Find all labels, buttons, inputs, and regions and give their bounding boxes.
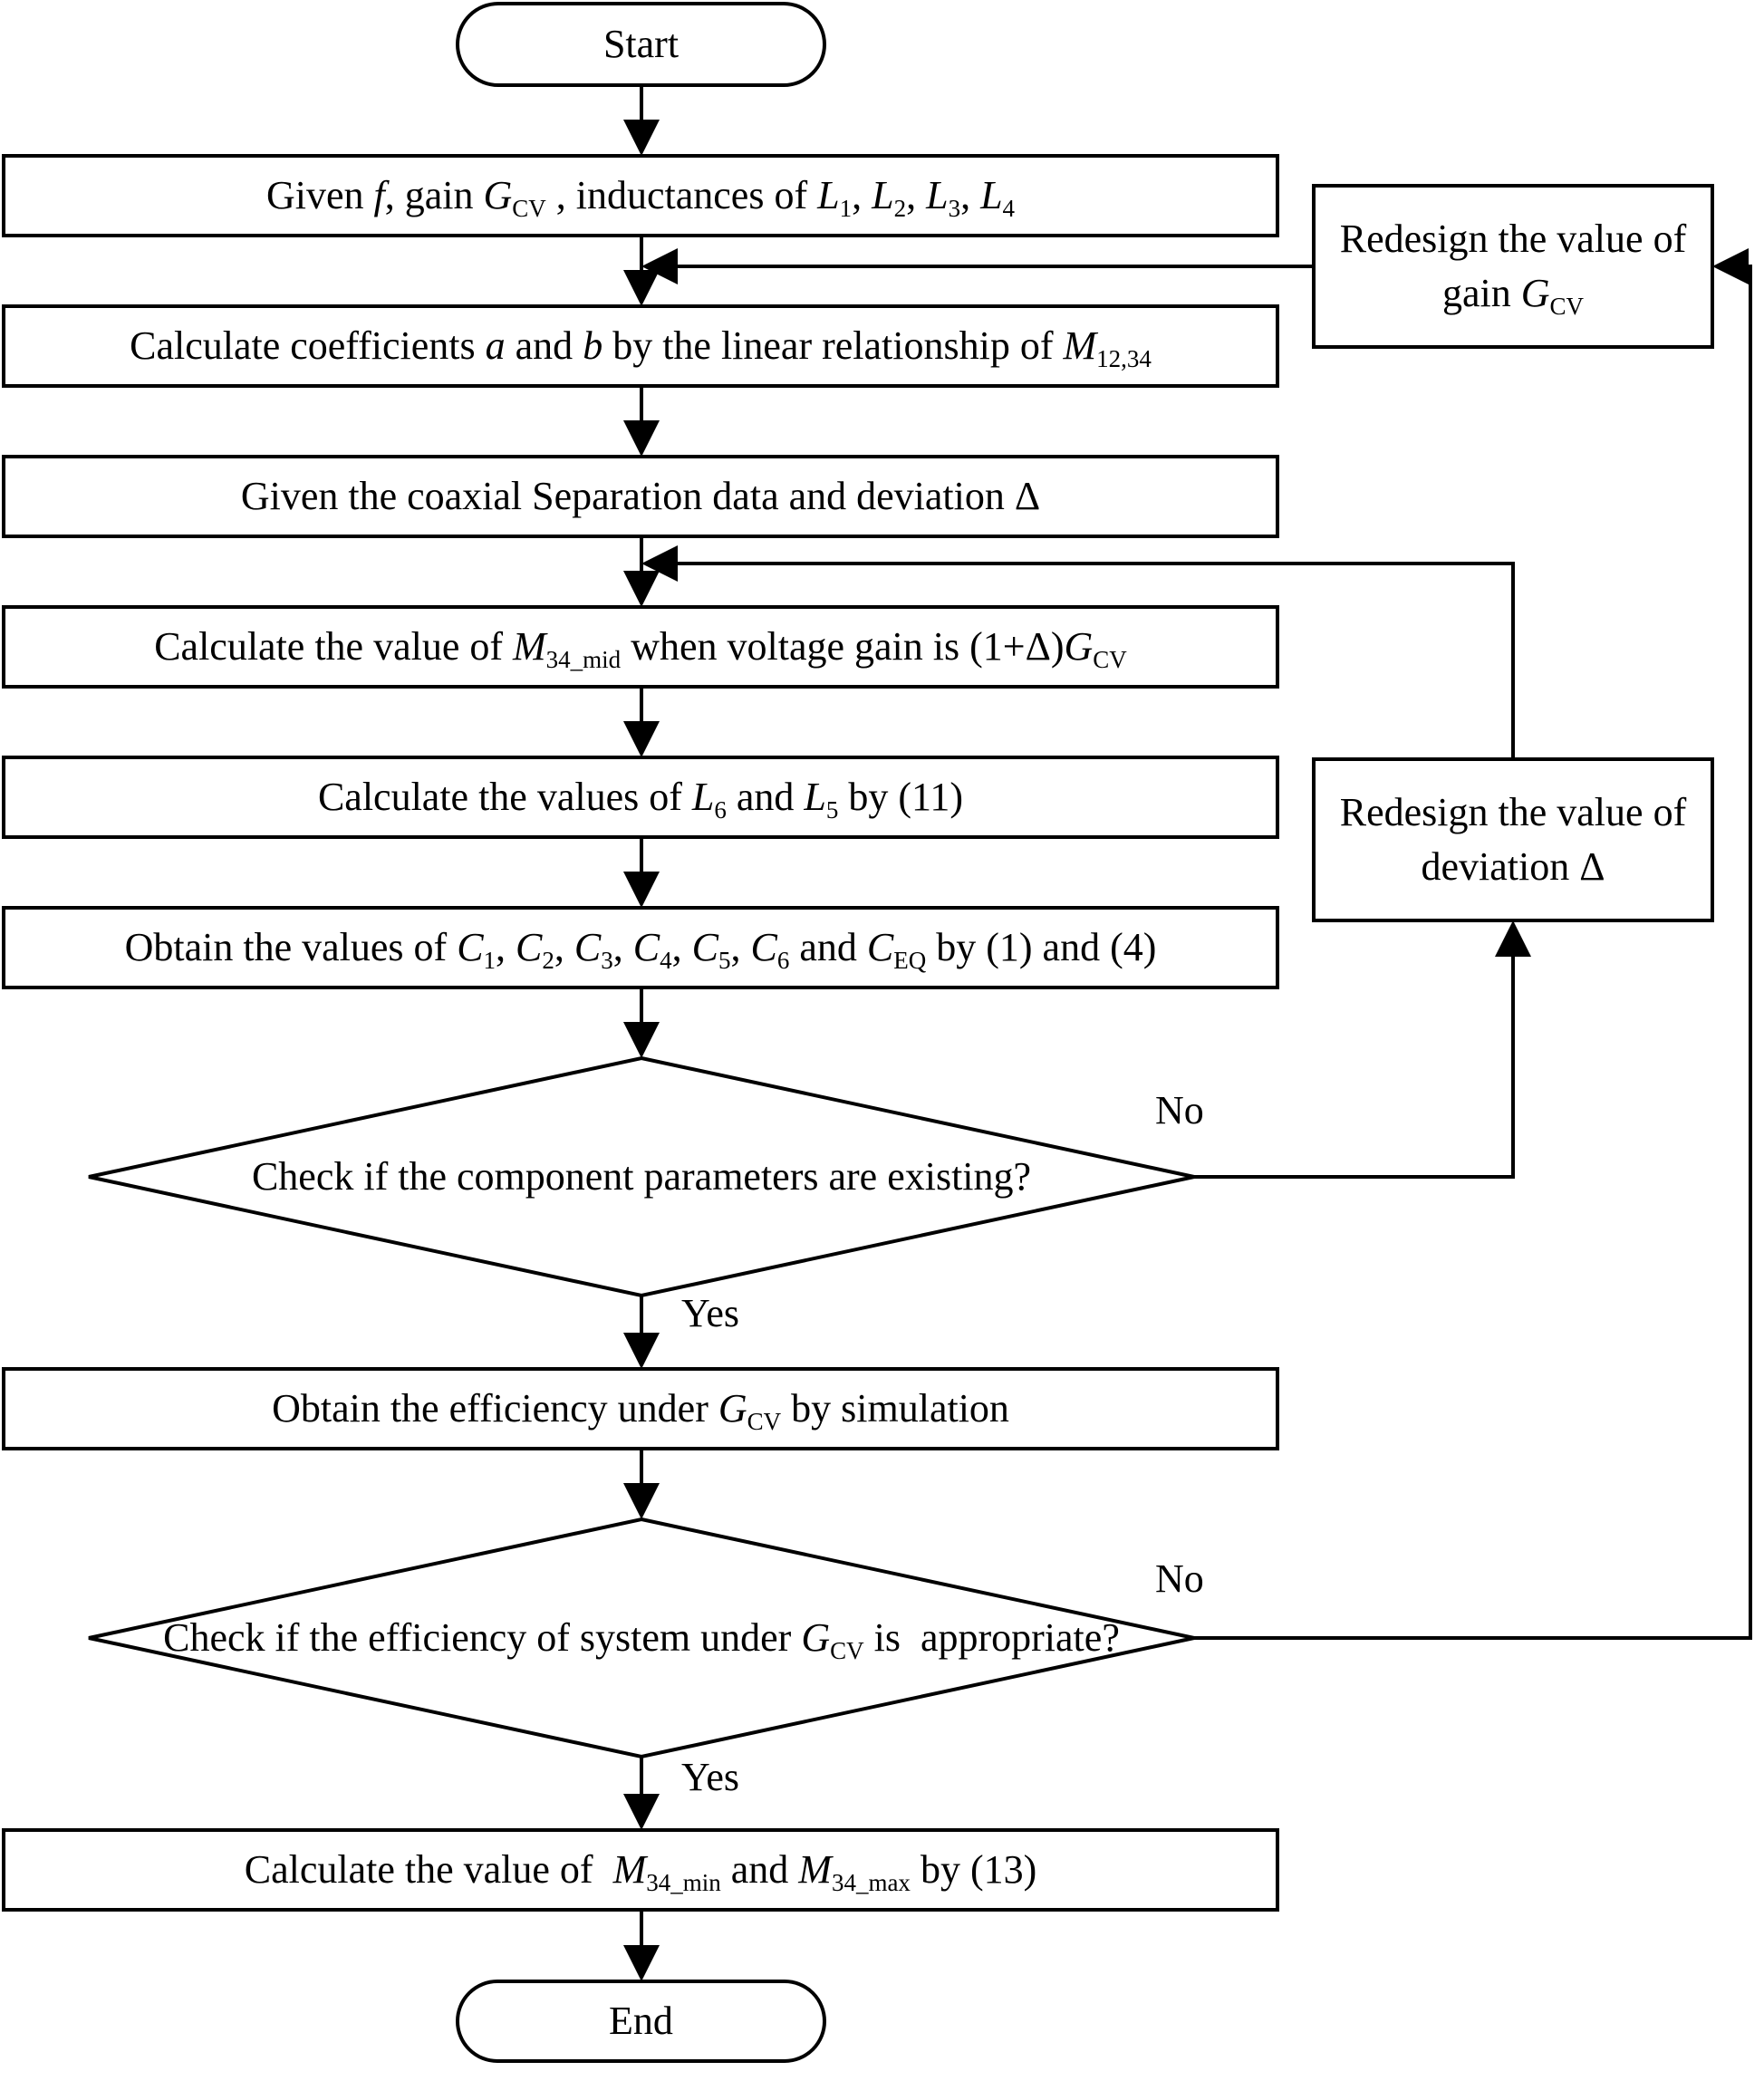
given-box-shape — [2, 154, 1279, 237]
eff-box-shape — [2, 1367, 1279, 1450]
end-label: End — [609, 1999, 673, 2043]
arrow-check2-no-to-redesign-gain — [1194, 248, 1752, 1640]
caps-text: Obtain the values of C1, C2, C3, C4, C5,… — [124, 925, 1157, 974]
given-text: Given f, gain GCV , inductances of L1, L… — [265, 173, 1016, 222]
l6l5-text: Calculate the values of L6 and L5 by (11… — [317, 775, 964, 824]
coax-box-shape — [2, 455, 1279, 538]
final-box-shape — [2, 1828, 1279, 1912]
eff-text: Obtain the efficiency under GCV by simul… — [272, 1386, 1009, 1435]
coef-step: Calculate coefficients a and b by the li… — [4, 306, 1277, 386]
end-terminal: End — [458, 1981, 824, 2061]
end-terminal-shape — [456, 1980, 826, 2063]
redesign-dev-box-shape — [1312, 757, 1714, 922]
start-terminal: Start — [458, 4, 824, 85]
check1-decision: Check if the component parameters are ex… — [89, 1058, 1194, 1296]
coef-box-shape — [2, 304, 1279, 388]
check1-yes-label: Yes — [681, 1291, 740, 1335]
redesign-dev-box: Redesign the value of deviation Δ — [1314, 759, 1712, 920]
arrow-redesign-dev-to-mmid — [641, 545, 1515, 759]
l6l5-step: Calculate the values of L6 and L5 by (11… — [4, 757, 1277, 837]
final-text: Calculate the value of M34_min and M34_m… — [244, 1847, 1037, 1896]
redesign-dev-line1: Redesign the value — [1339, 790, 1644, 834]
coax-text: Given the coaxial Separation data and de… — [240, 474, 1041, 518]
redesign-gain-box: Redesign the value of gain GCV — [1314, 186, 1712, 347]
mmid-step: Calculate the value of M34_mid when volt… — [4, 607, 1277, 687]
redesign-dev-line2: of deviation Δ — [1421, 790, 1687, 889]
check2-no-label: No — [1155, 1556, 1204, 1601]
check1-line1: Check if the component — [251, 1154, 634, 1199]
coax-step: Given the coaxial Separation data and de… — [4, 457, 1277, 536]
redesign-gain-line2: of gain GCV — [1441, 217, 1687, 320]
caps-step: Obtain the values of C1, C2, C3, C4, C5,… — [4, 908, 1277, 988]
arrow-check1-no-to-redesign-dev — [1194, 920, 1531, 1179]
start-label: Start — [602, 22, 680, 66]
given-step: Given f, gain GCV , inductances of L1, L… — [4, 156, 1277, 236]
check1-line2: parameters are existing? — [643, 1154, 1032, 1199]
check2-yes-label: Yes — [681, 1755, 740, 1799]
redesign-gain-line1: Redesign the value — [1339, 217, 1644, 261]
eff-step: Obtain the efficiency under GCV by simul… — [4, 1369, 1277, 1449]
check1-no-label: No — [1155, 1088, 1204, 1132]
check2-decision: Check if the efficiency of system under … — [89, 1519, 1194, 1757]
coef-text: Calculate coefficients a and b by the li… — [130, 323, 1152, 372]
check2-line2: under GCV is appropriate? — [700, 1615, 1120, 1664]
final-step: Calculate the value of M34_min and M34_m… — [4, 1830, 1277, 1910]
mmid-text: Calculate the value of M34_mid when volt… — [154, 624, 1127, 673]
check2-line1: Check if the efficiency of system — [163, 1615, 691, 1660]
